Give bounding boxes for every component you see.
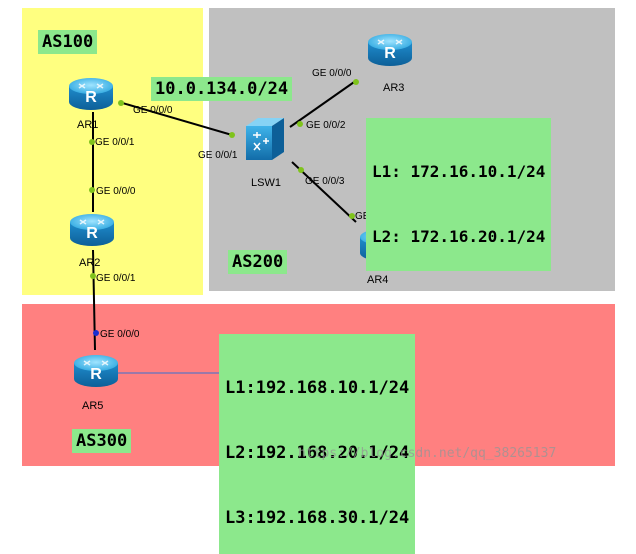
port-dot [89, 139, 95, 145]
port-label-ar1-ge000: GE 0/0/0 [133, 105, 173, 116]
router-icon[interactable] [69, 213, 115, 247]
ar5-loopback-box: L1:192.168.10.1/24 L2:192.168.20.1/24 L3… [219, 334, 416, 554]
port-label-ar2-ge001: GE 0/0/1 [96, 273, 136, 284]
ar4-loopback-line: L2: 172.16.20.1/24 [372, 227, 546, 246]
ar4-loopback-line: L1: 172.16.10.1/24 [372, 162, 546, 181]
port-dot [353, 79, 359, 85]
as200-label: AS200 [228, 250, 288, 274]
as300-label: AS300 [72, 429, 132, 453]
router-icon[interactable] [73, 354, 119, 388]
port-dot [89, 187, 95, 193]
port-dot [90, 273, 96, 279]
layer3-switch-icon[interactable] [246, 118, 284, 160]
router-icon[interactable] [367, 33, 413, 67]
as100-label: AS100 [38, 30, 98, 54]
port-dot [93, 330, 99, 336]
device-label-ar5: AR5 [82, 400, 103, 412]
port-dot [298, 167, 304, 173]
port-label-ar1-ge001: GE 0/0/1 [95, 137, 135, 148]
ar5-loopback-line: L1:192.168.10.1/24 [225, 378, 410, 398]
port-label-ar3-ge000: GE 0/0/0 [312, 68, 352, 79]
port-label-ar2-ge000: GE 0/0/0 [96, 186, 136, 197]
port-label-lsw1-ge003: GE 0/0/3 [305, 176, 345, 187]
ar5-loopback-line: L3:192.168.30.1/24 [225, 508, 410, 528]
device-label-ar3: AR3 [383, 82, 404, 94]
device-label-lsw1: LSW1 [251, 177, 281, 189]
link-ar1-lsw1 [118, 101, 233, 136]
router-icon[interactable] [68, 77, 114, 111]
network-label: 10.0.134.0/24 [151, 77, 293, 101]
port-dots [89, 79, 359, 336]
link-lsw1-ar3 [289, 79, 358, 128]
port-dot [229, 132, 235, 138]
port-dot [118, 100, 124, 106]
port-label-lsw1-ge001: GE 0/0/1 [198, 150, 238, 161]
port-dot [349, 213, 355, 219]
port-label-ar5-ge000: GE 0/0/0 [100, 329, 140, 340]
device-label-ar4: AR4 [367, 274, 388, 286]
device-label-ar2: AR2 [79, 257, 100, 269]
ar4-loopback-box: L1: 172.16.10.1/24 L2: 172.16.20.1/24 [366, 118, 552, 271]
topology-diagram: R GE 0/0/0 GE 0/0/1 GE 0/0/0 [68, 33, 413, 412]
port-dot [297, 121, 303, 127]
watermark: https://blog.csdn.net/qq_38265137 [298, 446, 557, 461]
device-label-ar1: AR1 [77, 119, 98, 131]
as100-zone [22, 8, 203, 295]
ar5-loopback-line: L2:192.168.20.1/24 [225, 443, 410, 463]
port-label-lsw1-ge002: GE 0/0/2 [306, 120, 346, 131]
